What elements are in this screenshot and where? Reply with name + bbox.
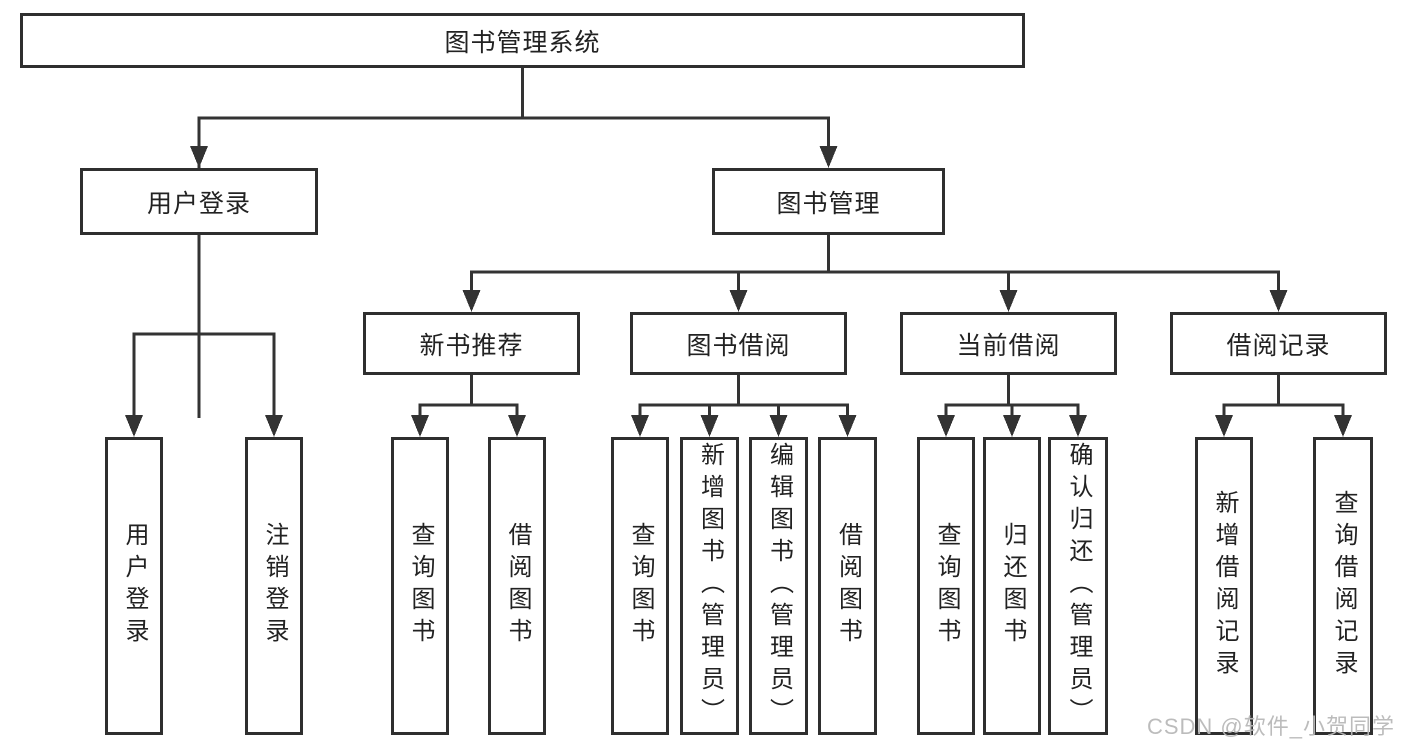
node-borrow-books-leaf-label: 借阅图书 (834, 522, 862, 650)
node-return-book: 归还图书 (983, 437, 1041, 735)
node-new-book-recommend-label: 新书推荐 (419, 331, 524, 360)
node-logout-leaf-label: 注销登录 (261, 522, 288, 650)
node-query-books-recommend: 查询图书 (391, 437, 449, 735)
node-return-book-label: 归还图书 (999, 522, 1026, 650)
node-borrow-books-leaf: 借阅图书 (818, 437, 877, 735)
node-current-borrow: 当前借阅 (900, 312, 1117, 375)
node-add-book-admin: 新增图书（管理员） (680, 437, 739, 735)
node-current-borrow-label: 当前借阅 (956, 331, 1061, 360)
node-book-management-group: 图书管理 (712, 168, 945, 235)
node-query-books-borrow-label: 查询图书 (627, 522, 654, 650)
node-book-management-group-label: 图书管理 (776, 189, 881, 218)
node-borrow-books-recommend: 借阅图书 (488, 437, 546, 735)
node-user-login-leaf: 用户登录 (105, 437, 163, 735)
node-book-borrow-label: 图书借阅 (686, 331, 791, 360)
connector-book-borrow-to-children (631, 375, 857, 437)
node-confirm-return-admin: 确认归还（管理员） (1048, 437, 1108, 735)
node-edit-book-admin-label: 编辑图书（管理员） (765, 442, 793, 730)
node-query-books-borrow: 查询图书 (611, 437, 669, 735)
node-borrow-books-recommend-label: 借阅图书 (504, 522, 531, 650)
node-add-borrow-record-label: 新增借阅记录 (1211, 490, 1238, 682)
connector-book-management-to-level3 (462, 235, 1288, 312)
node-query-books-current-label: 查询图书 (933, 522, 960, 650)
node-user-login-leaf-label: 用户登录 (121, 522, 148, 650)
node-add-book-admin-label: 新增图书（管理员） (696, 442, 724, 730)
node-add-borrow-record: 新增借阅记录 (1195, 437, 1253, 735)
connector-borrow-records-to-children (1215, 375, 1352, 437)
node-query-books-recommend-label: 查询图书 (407, 522, 434, 650)
connector-new-book-recommend-to-children (411, 375, 526, 437)
node-root-label: 图书管理系统 (444, 28, 601, 57)
connector-root-to-level2 (190, 68, 838, 418)
node-user-login-group: 用户登录 (80, 168, 318, 235)
node-borrow-records-label: 借阅记录 (1226, 331, 1331, 360)
node-root: 图书管理系统 (20, 13, 1025, 68)
node-query-borrow-record: 查询借阅记录 (1313, 437, 1373, 735)
node-new-book-recommend: 新书推荐 (363, 312, 580, 375)
node-logout-leaf: 注销登录 (245, 437, 303, 735)
node-query-borrow-record-label: 查询借阅记录 (1330, 490, 1357, 682)
node-edit-book-admin: 编辑图书（管理员） (749, 437, 808, 735)
node-query-books-current: 查询图书 (917, 437, 975, 735)
node-book-borrow: 图书借阅 (630, 312, 847, 375)
connector-current-borrow-to-children (937, 375, 1087, 437)
connector-user-login-to-children (125, 235, 283, 437)
node-confirm-return-admin-label: 确认归还（管理员） (1065, 442, 1092, 730)
node-borrow-records: 借阅记录 (1170, 312, 1387, 375)
watermark-text: CSDN @软件_小贺同学 (1146, 714, 1395, 739)
node-user-login-group-label: 用户登录 (146, 189, 251, 218)
